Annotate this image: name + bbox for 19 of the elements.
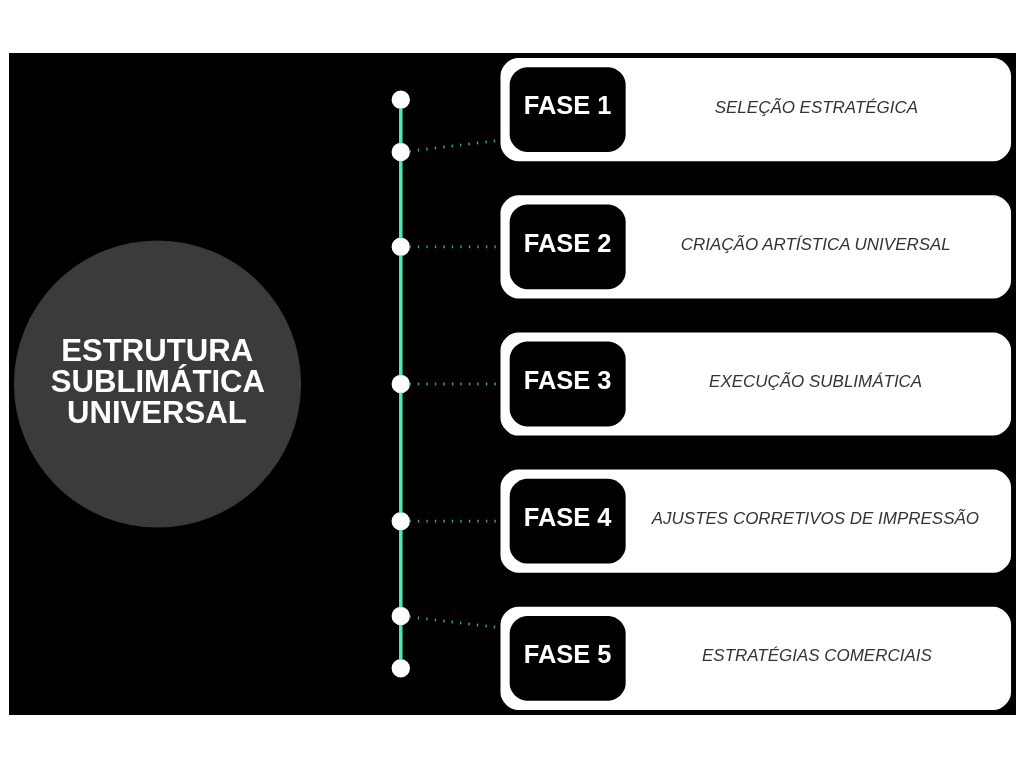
node-circle	[391, 374, 410, 394]
node-box: FASE 2 CRIAÇÃO ARTÍSTICA UNIVERSAL	[500, 195, 1011, 299]
connector	[398, 255, 403, 376]
connector	[398, 108, 403, 144]
connector	[398, 160, 403, 239]
node-box: FASE 4 AJUSTES CORRETIVOS DE IMPRESSÃO	[500, 469, 1011, 573]
node-box: FASE 5 ESTRATÉGIAS COMERCIAIS	[500, 606, 1011, 710]
node-box: FASE 3 EXECUÇÃO SUBLIMÁTICA	[500, 332, 1011, 436]
node-circle	[391, 659, 410, 678]
connector	[398, 529, 403, 608]
node-circle	[391, 237, 410, 256]
node-circle	[391, 512, 410, 531]
node-circle: ESTRUTURA SUBLIMÁTICA UNIVERSAL	[13, 240, 301, 528]
node-circle	[391, 90, 410, 109]
node-circle	[391, 606, 410, 626]
connector	[398, 624, 403, 660]
node-box: FASE 1 SELEÇÃO ESTRATÉGICA	[500, 58, 1011, 162]
connector	[398, 392, 403, 513]
node-circle	[391, 142, 410, 162]
